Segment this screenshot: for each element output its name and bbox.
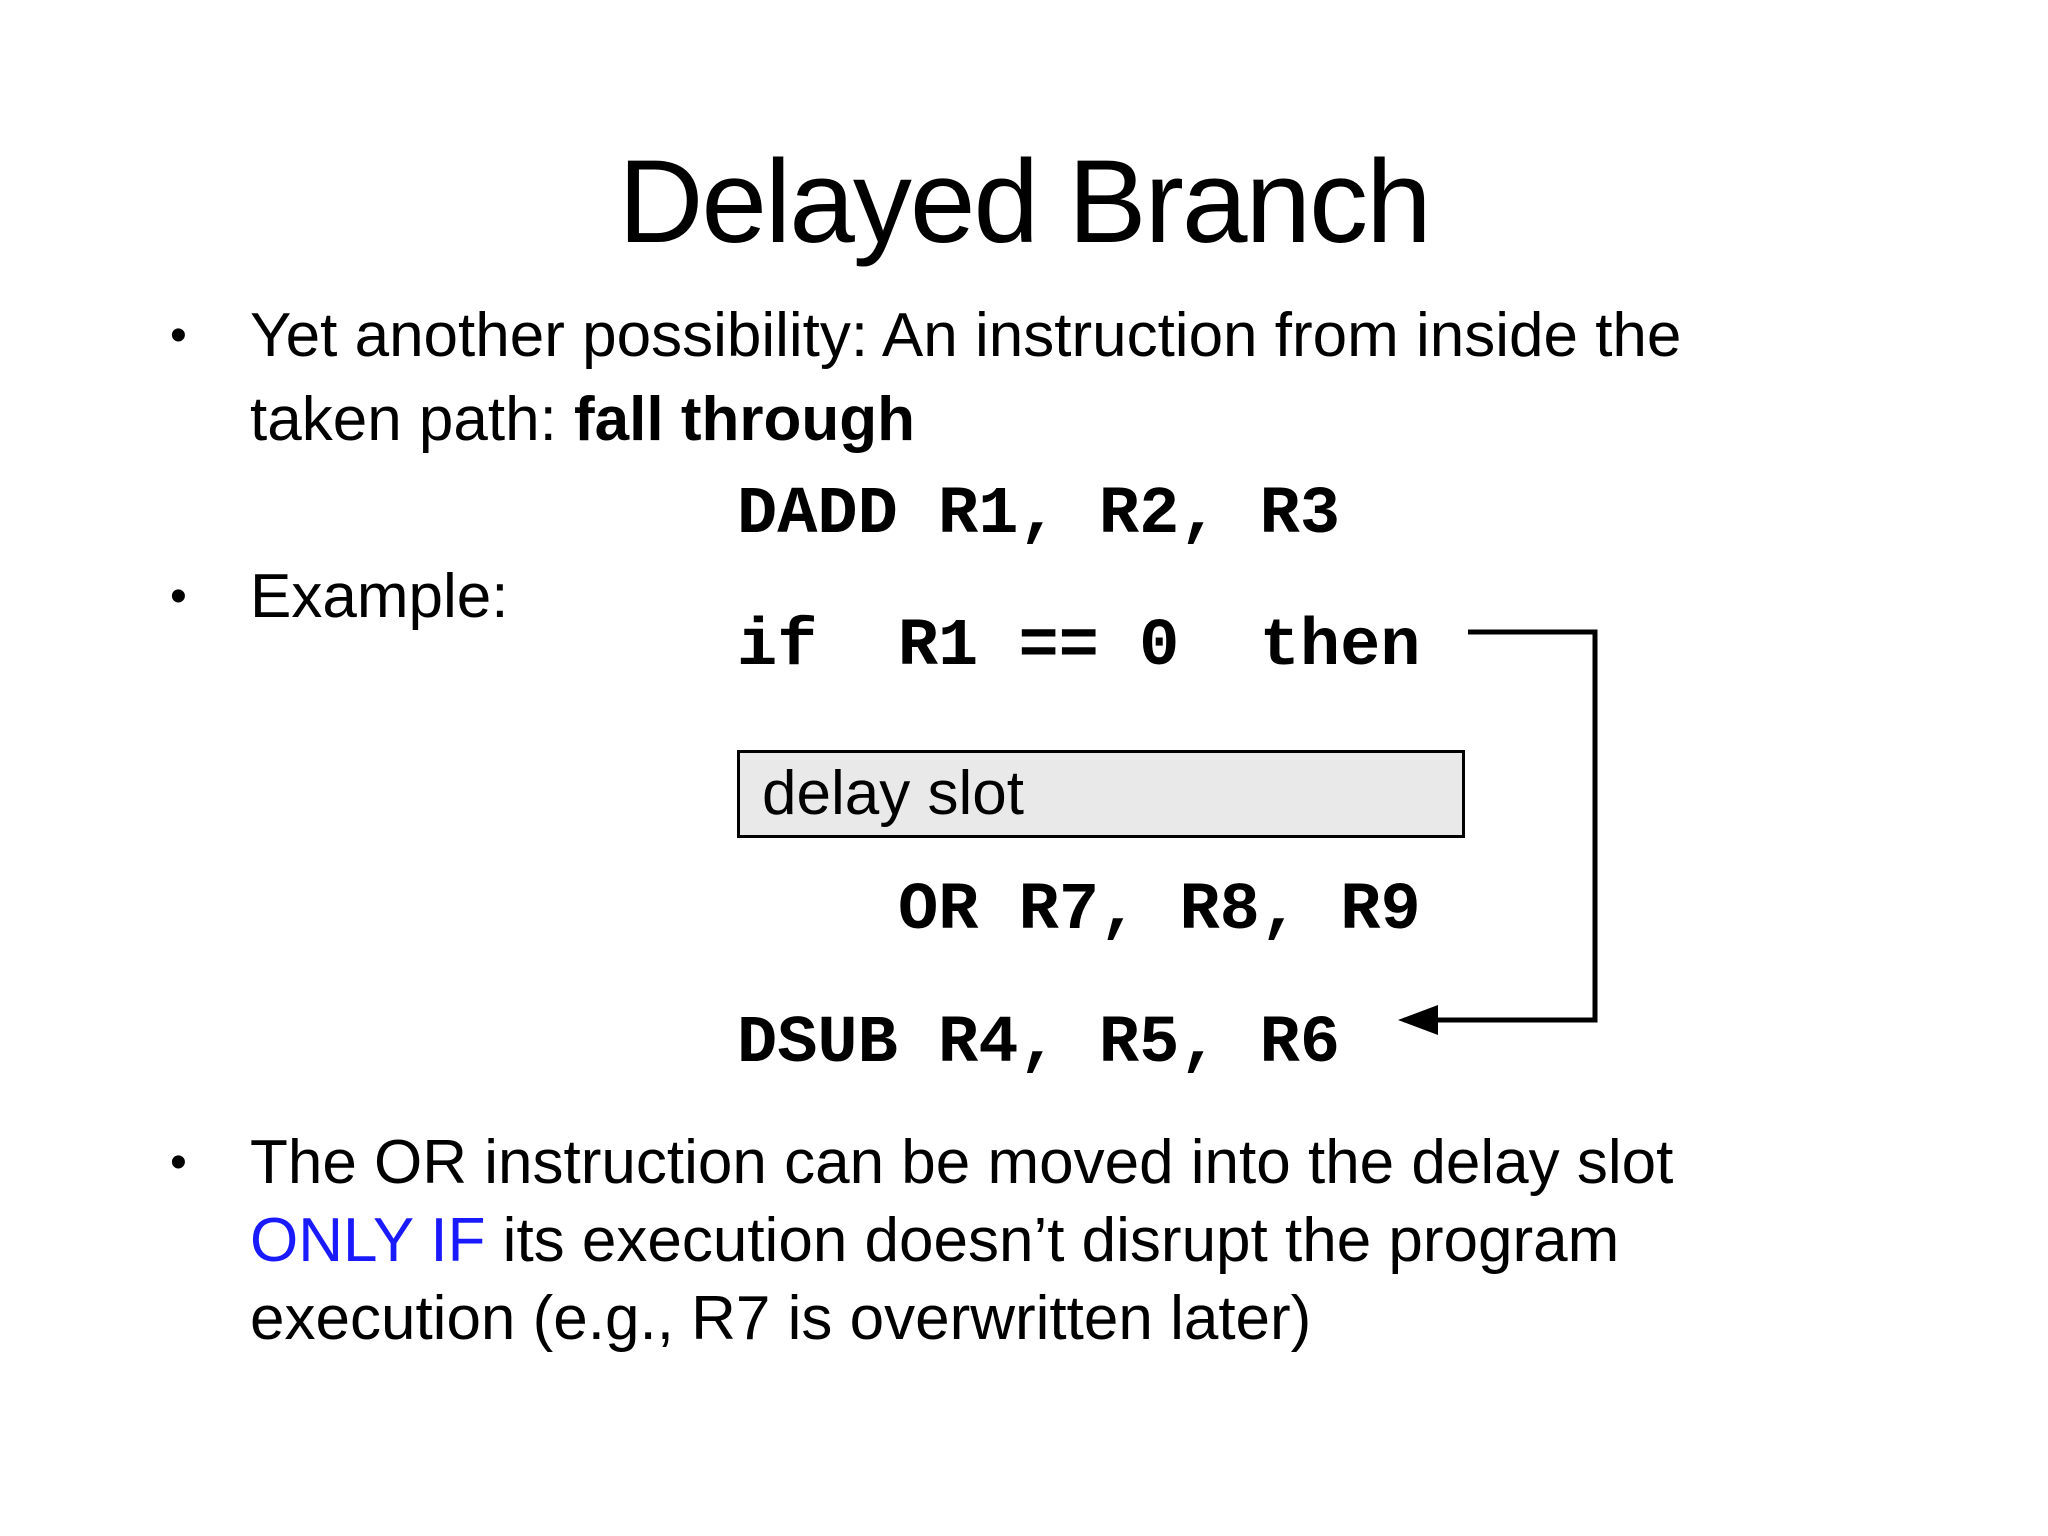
fall-through-bold-text: fall through: [574, 385, 915, 454]
bullet-example-text: Example:: [250, 562, 509, 631]
bullet-dot: •: [170, 570, 187, 623]
bullet-or-post: its execution doesn’t disrupt the progra…: [250, 1206, 1620, 1353]
bullet-item-example: • Example:: [170, 555, 1070, 639]
code-line-or: OR R7, R8, R9: [898, 873, 1421, 949]
bullet-possibility-text: Yet another possibility: An instruction …: [250, 294, 1681, 462]
bullet-item-possibility: • Yet another possibility: An instructio…: [170, 294, 1890, 462]
bullet-possibility-pre: Yet another possibility: An instruction …: [250, 301, 1682, 454]
code-line-if-then: if R1 == 0 then: [737, 609, 1421, 685]
bullet-dot: •: [170, 1136, 187, 1189]
branch-arrowhead-icon: [1398, 1005, 1438, 1035]
bullet-dot: •: [170, 309, 187, 362]
bullet-or-instruction-text: The OR instruction can be moved into the…: [250, 1124, 1673, 1358]
bullet-or-pre: The OR instruction can be moved into the…: [250, 1128, 1674, 1197]
bullet-item-or-instruction: • The OR instruction can be moved into t…: [170, 1124, 1950, 1358]
only-if-highlight-text: ONLY IF: [250, 1206, 486, 1275]
code-line-dsub: DSUB R4, R5, R6: [737, 1006, 1341, 1082]
slide-title: Delayed Branch: [618, 136, 1432, 268]
delay-slot-box: delay slot: [737, 750, 1465, 838]
delay-slot-label: delay slot: [762, 759, 1024, 828]
code-line-dadd: DADD R1, R2, R3: [737, 477, 1341, 553]
